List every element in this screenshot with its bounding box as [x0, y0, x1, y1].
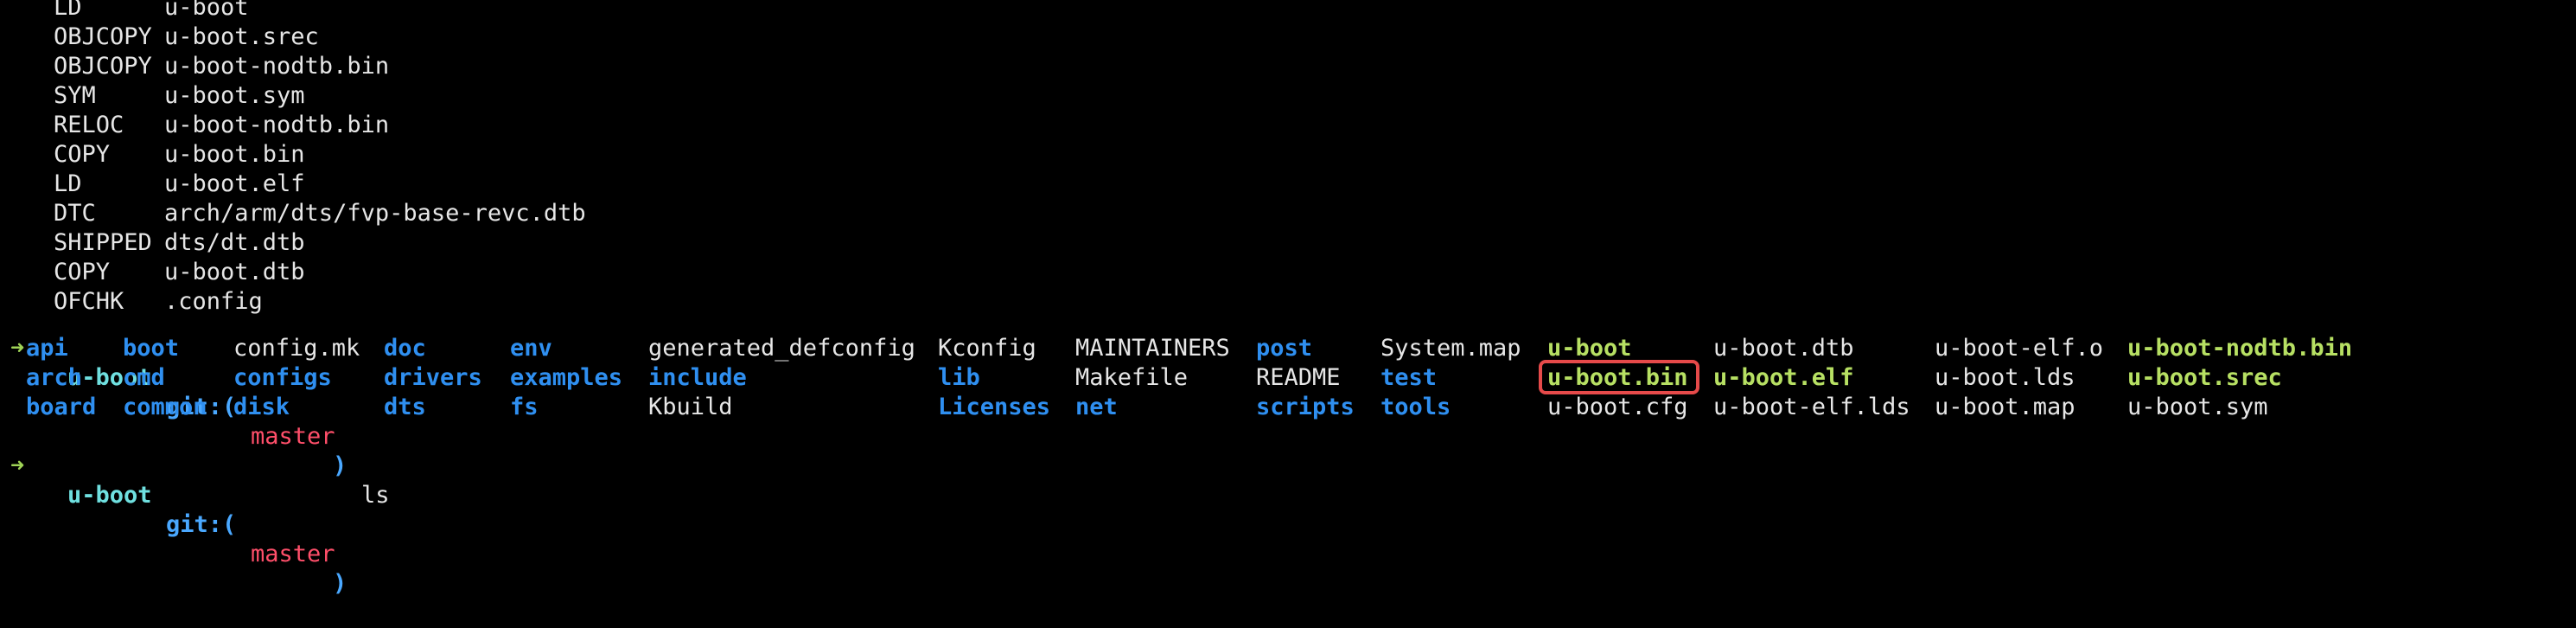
ls-entry: MAINTAINERS	[1075, 335, 1230, 362]
ls-entry: test	[1380, 364, 1438, 391]
ls-entry: net	[1075, 394, 1118, 420]
ls-entry: dts	[384, 394, 426, 420]
ls-entry: post	[1256, 335, 1313, 362]
build-log-command: RELOC	[54, 112, 124, 138]
prompt-branch: master	[251, 541, 335, 567]
ls-entry: doc	[384, 335, 426, 362]
ls-entry: u-boot.srec	[2127, 364, 2282, 391]
ls-entry: u-boot.lds	[1935, 364, 2075, 391]
build-log-command: OBJCOPY	[54, 23, 152, 50]
ls-entry: u-boot-nodtb.bin	[2127, 335, 2353, 362]
build-log-command: DTC	[54, 200, 96, 227]
prompt-line: ➜ u-boot git:( master ) ls	[0, 304, 390, 509]
ls-entry: boot	[123, 335, 180, 362]
ls-entry: u-boot-elf.o	[1935, 335, 2104, 362]
build-log-target: u-boot.elf	[164, 170, 305, 197]
prompt-arrow-icon: ➜	[10, 335, 25, 362]
prompt-git-close: )	[333, 570, 348, 597]
build-log-target: u-boot.srec	[164, 23, 319, 50]
prompt-directory: u-boot	[67, 364, 152, 391]
build-log-command: SHIPPED	[54, 229, 152, 256]
build-log-command: COPY	[54, 141, 111, 168]
build-log-command: OFCHK	[54, 288, 124, 315]
ls-entry: scripts	[1256, 394, 1355, 420]
ls-entry: u-boot.sym	[2127, 394, 2268, 420]
prompt-line-current[interactable]: ➜ u-boot git:( master )	[0, 422, 347, 597]
ls-entry: cmd	[123, 364, 165, 391]
build-log-target: u-boot.bin	[164, 141, 305, 168]
build-log-target: u-boot.dtb	[164, 259, 305, 285]
ls-entry: Kbuild	[648, 394, 733, 420]
prompt-branch: master	[251, 423, 335, 450]
highlight-box	[1539, 360, 1699, 394]
prompt-git-close: )	[333, 452, 348, 479]
ls-entry: arch	[26, 364, 83, 391]
ls-entry: u-boot.elf	[1713, 364, 1854, 391]
build-log-command: OBJCOPY	[54, 53, 152, 80]
build-log-target: u-boot	[164, 0, 249, 21]
ls-entry: u-boot-elf.lds	[1713, 394, 1910, 420]
ls-entry: Makefile	[1075, 364, 1189, 391]
ls-entry: fs	[510, 394, 539, 420]
build-log-command: LD	[54, 170, 82, 197]
prompt-git-label: git:(	[166, 394, 237, 420]
ls-entry: drivers	[384, 364, 482, 391]
prompt-arrow-icon: ➜	[10, 452, 25, 479]
ls-entry: board	[26, 394, 97, 420]
prompt-command: ls	[361, 482, 390, 509]
build-log-target: .config	[164, 288, 263, 315]
ls-entry: u-boot.map	[1935, 394, 2075, 420]
ls-entry: u-boot.dtb	[1713, 335, 1854, 362]
ls-entry: u-boot	[1547, 335, 1632, 362]
ls-entry: Kconfig	[938, 335, 1036, 362]
build-log-target: dts/dt.dtb	[164, 229, 305, 256]
prompt-git-label: git:(	[166, 511, 237, 538]
build-log-command: SYM	[54, 82, 96, 109]
ls-entry: common	[123, 394, 207, 420]
ls-entry: System.map	[1380, 335, 1521, 362]
ls-entry: api	[26, 335, 68, 362]
ls-entry: include	[648, 364, 747, 391]
ls-entry: u-boot.bin	[1547, 364, 1688, 391]
ls-entry: u-boot.cfg	[1547, 394, 1688, 420]
prompt-directory: u-boot	[67, 482, 152, 509]
ls-entry: generated_defconfig	[648, 335, 915, 362]
build-log-target: u-boot-nodtb.bin	[164, 112, 390, 138]
ls-entry: README	[1256, 364, 1341, 391]
ls-entry: env	[510, 335, 552, 362]
build-log-command: LD	[54, 0, 82, 21]
ls-entry: config.mk	[233, 335, 360, 362]
ls-entry: tools	[1380, 394, 1451, 420]
ls-entry: examples	[510, 364, 623, 391]
build-log-target: arch/arm/dts/fvp-base-revc.dtb	[164, 200, 586, 227]
build-log-target: u-boot.sym	[164, 82, 305, 109]
build-log-command: COPY	[54, 259, 111, 285]
ls-entry: lib	[938, 364, 980, 391]
ls-entry: disk	[233, 394, 290, 420]
ls-entry: configs	[233, 364, 332, 391]
build-log-target: u-boot-nodtb.bin	[164, 53, 390, 80]
ls-entry: Licenses	[938, 394, 1051, 420]
